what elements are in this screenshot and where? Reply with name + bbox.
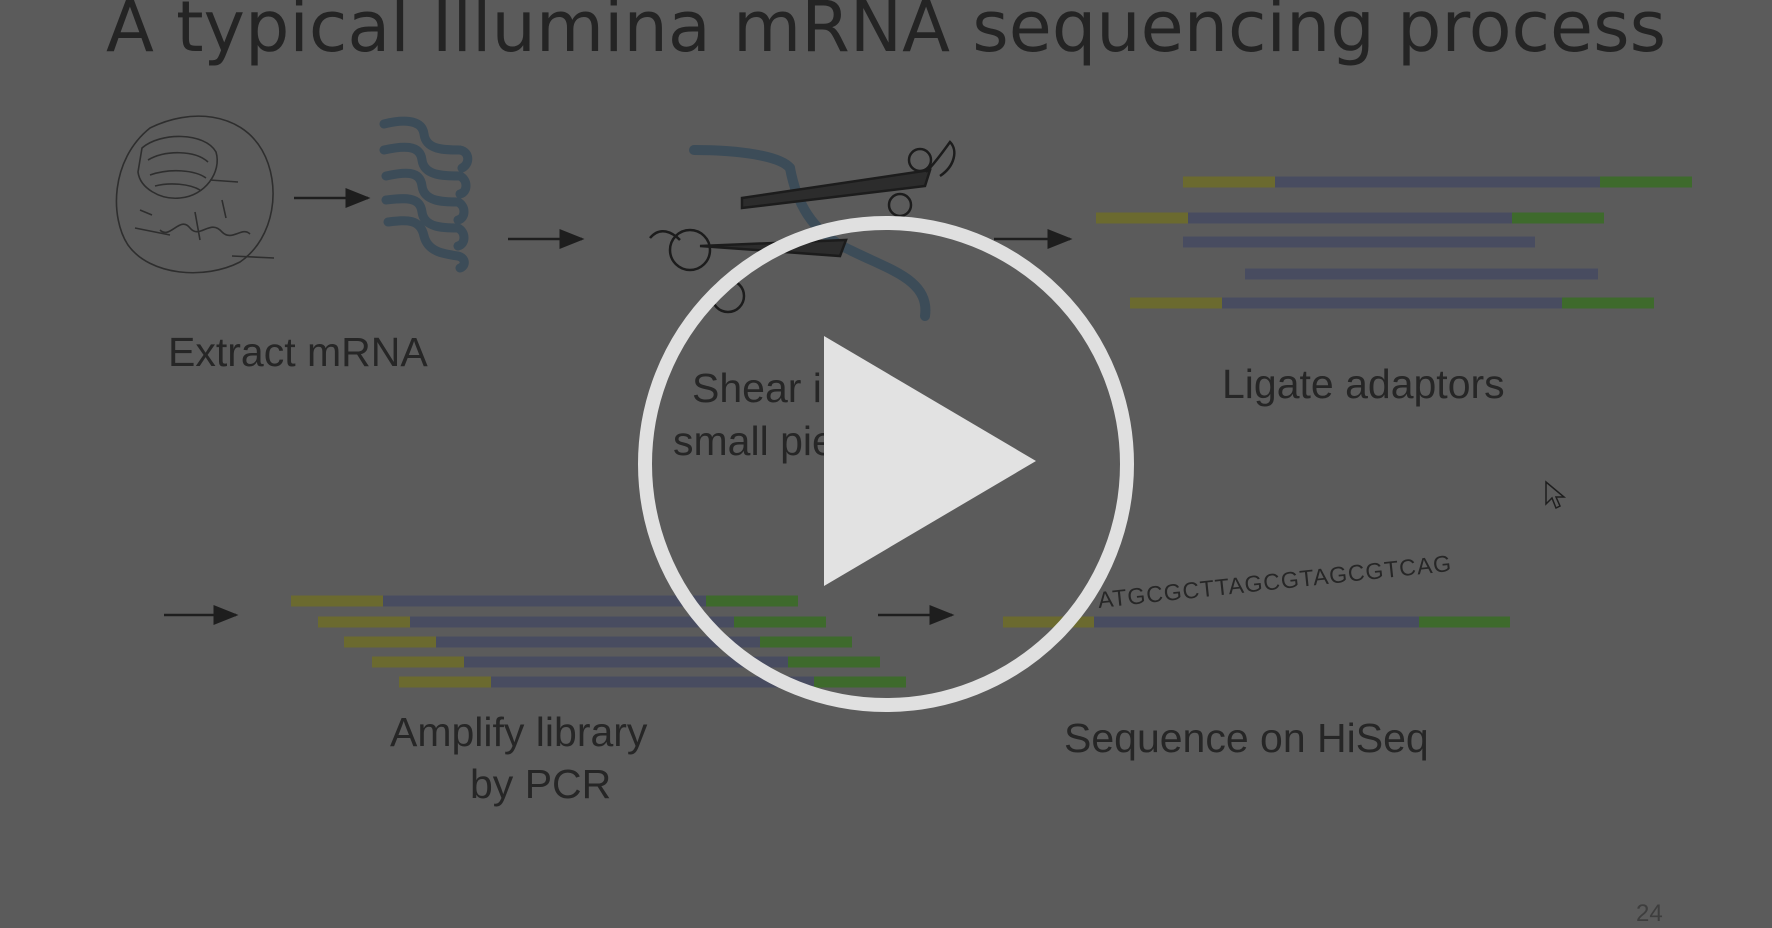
slide-title: A typical Illumina mRNA sequencing proce… xyxy=(105,0,1667,68)
scissors-icon xyxy=(649,140,956,321)
process-arrows xyxy=(164,188,1073,625)
cell-icon xyxy=(115,115,275,274)
step-label-extract: Extract mRNA xyxy=(168,329,428,375)
play-button[interactable] xyxy=(636,214,1136,714)
step-label-ligate: Ligate adaptors xyxy=(1222,361,1505,407)
page-number: 24 xyxy=(1636,900,1663,927)
step-label-amplify-1: Amplify library xyxy=(390,709,648,755)
ligated-fragments xyxy=(1096,176,1692,309)
amplified-library xyxy=(291,595,906,688)
step-label-sequence: Sequence on HiSeq xyxy=(1064,715,1429,761)
mrna-strands-icon xyxy=(379,116,473,273)
step-label-amplify-2: by PCR xyxy=(470,761,612,807)
play-icon xyxy=(638,216,1134,712)
